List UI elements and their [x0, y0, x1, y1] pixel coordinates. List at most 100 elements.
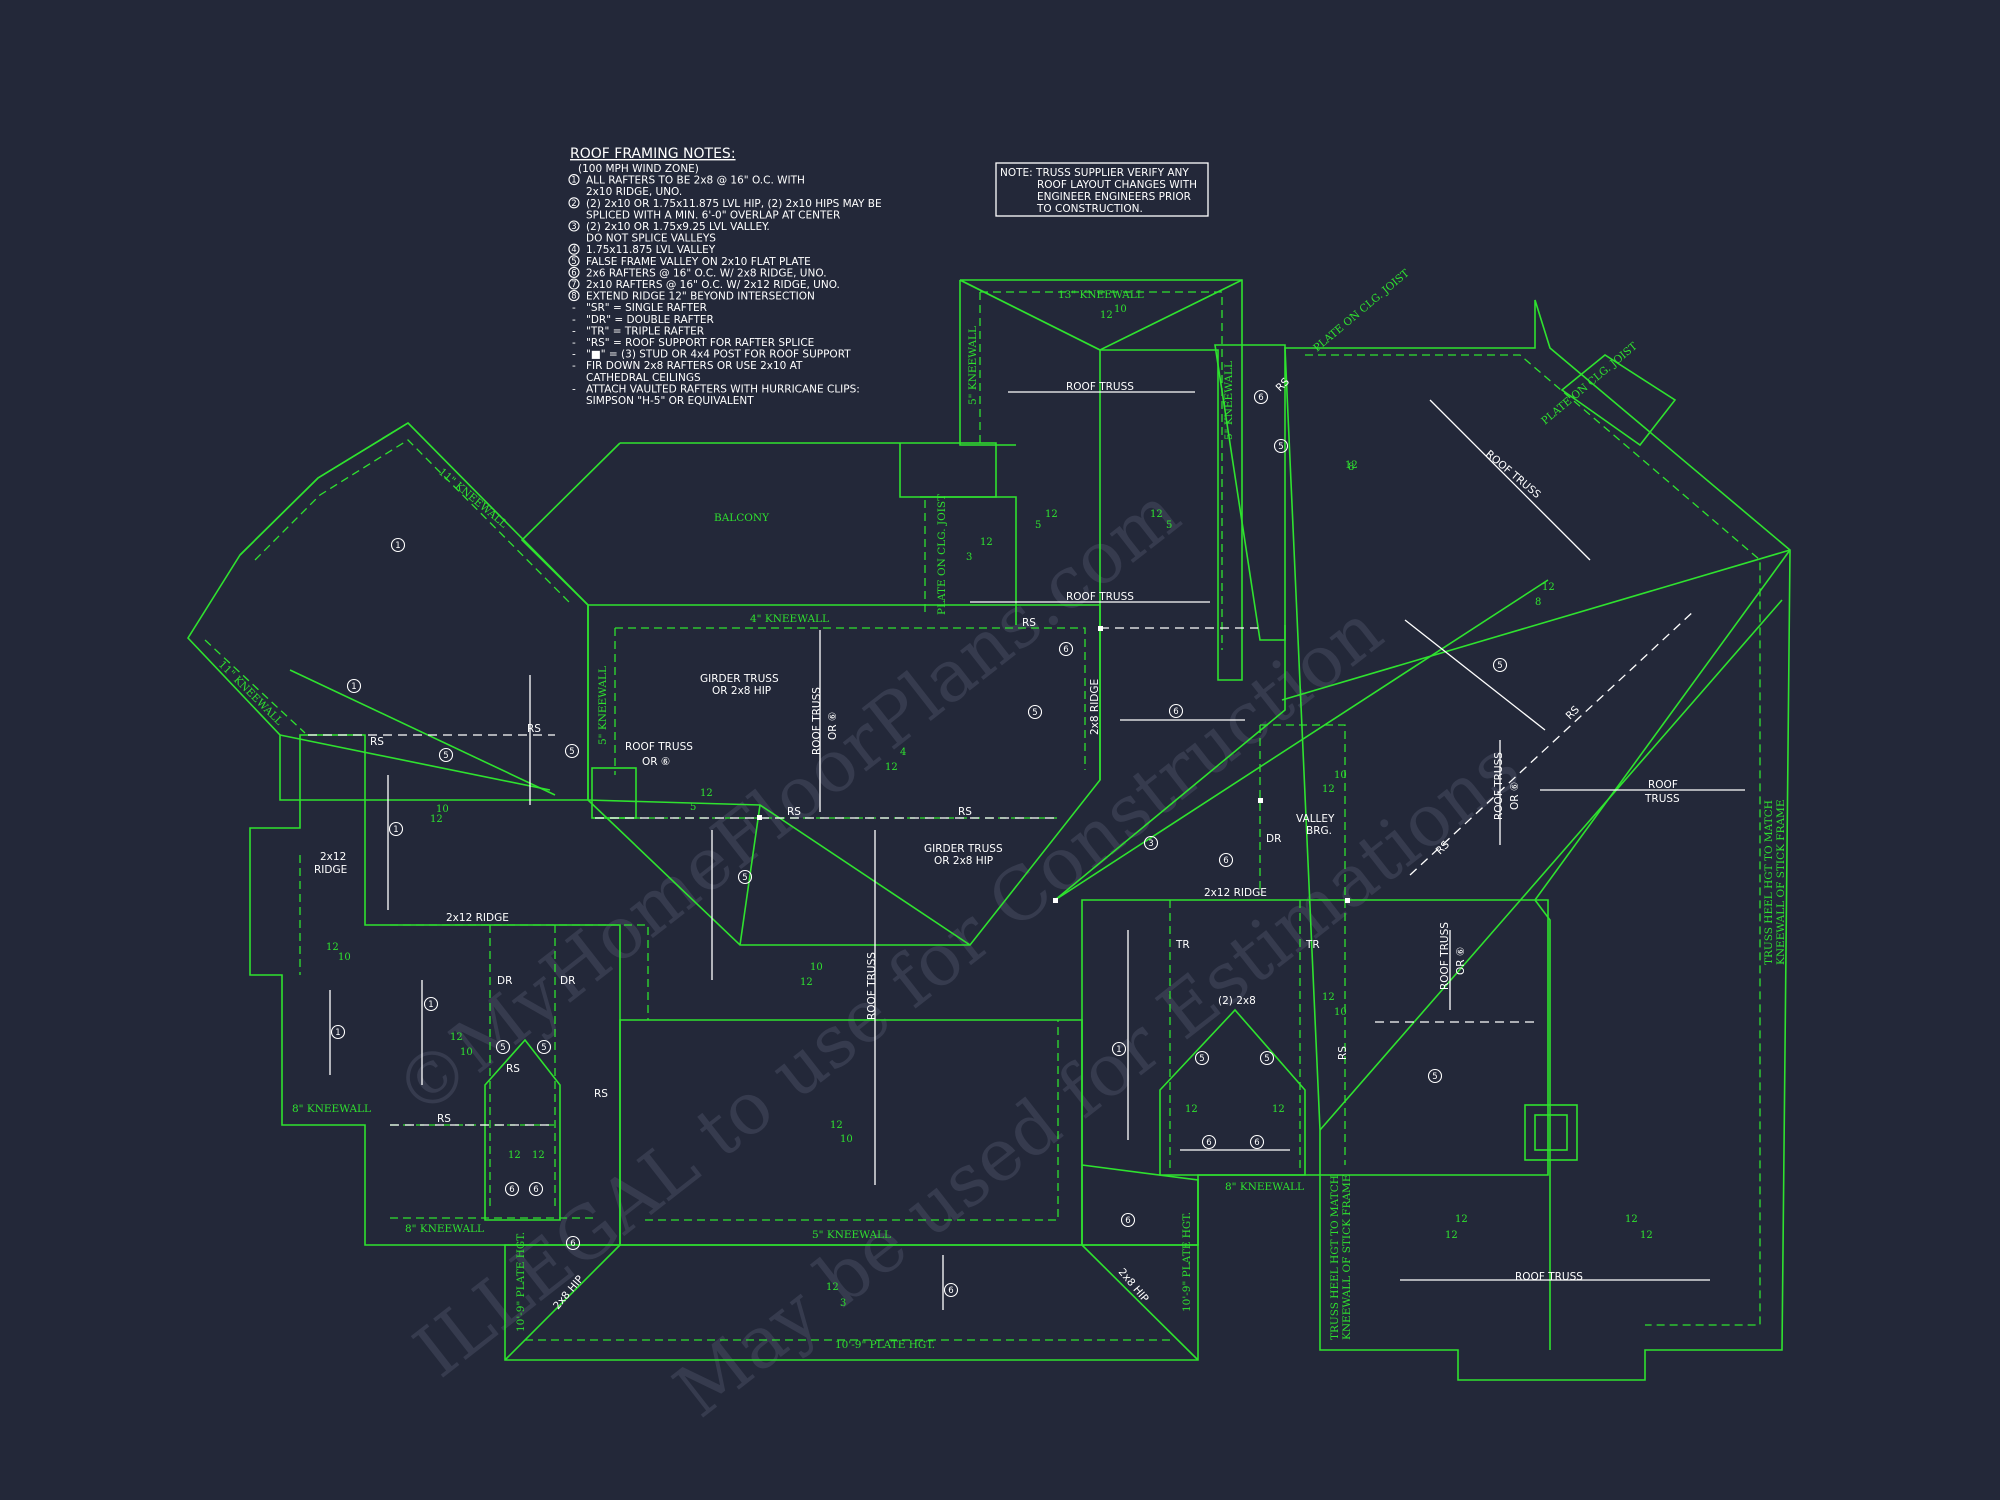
- left-wing-valley-2: [289, 669, 556, 796]
- ridge-2x12-left: 2x12 RIDGE: [446, 912, 509, 924]
- girder-label-2: GIRDER TRUSS: [924, 843, 1003, 855]
- kneewall-5-label-b: 5" KNEEWALL: [1223, 361, 1235, 440]
- girder-label-2b: OR 2x8 HIP: [934, 855, 993, 867]
- pitch-10-o: 10: [1334, 1007, 1347, 1018]
- callout-number: 6: [570, 1239, 575, 1249]
- kneewall-11-label-b: 11" KNEEWALL: [216, 659, 285, 728]
- note-line: ALL RAFTERS TO BE 2x8 @ 16" O.C. WITH: [586, 175, 805, 187]
- note-line: (2) 2x10 OR 1.75x11.875 LVL HIP, (2) 2x1…: [586, 198, 882, 210]
- callout-circle: [1058, 641, 1074, 657]
- supplier-note-line-3: ENGINEER ENGINEERS PRIOR: [1037, 191, 1191, 203]
- kneewall-5-label-a: 5" KNEEWALL: [967, 326, 979, 405]
- or6-label-1: OR ⑥: [642, 756, 670, 768]
- two-2x8-label: (2) 2x8: [1218, 995, 1256, 1007]
- dr-label-3: DR: [1266, 833, 1281, 845]
- rs-label-7: RS: [594, 1088, 608, 1100]
- rs-label-2: RS: [370, 736, 384, 748]
- roof-truss-diag-arrow: [1429, 399, 1591, 561]
- valley-brg-label: BRG.: [1306, 825, 1332, 837]
- right-wing-hip: [1534, 549, 1791, 901]
- note-line: EXTEND RIDGE 12" BEYOND INTERSECTION: [586, 291, 815, 303]
- callout-circle: [564, 743, 580, 759]
- rs-label-9: RS: [1337, 1046, 1349, 1060]
- left-wing-eave: [239, 422, 409, 556]
- rs-label-12: RS: [1274, 376, 1293, 395]
- left-lower-outline: [249, 734, 621, 1246]
- note-line: 1.75x11.875 LVL VALLEY: [586, 244, 716, 256]
- pitch-8-x: 8: [1348, 462, 1354, 473]
- callout-circle: [1194, 1050, 1210, 1066]
- callout-circle: [737, 869, 753, 885]
- note-marker-circle: [568, 290, 580, 302]
- rs-label-4: RS: [787, 806, 801, 818]
- supplier-note-box: [995, 162, 1209, 217]
- note-marker-number: 8: [571, 292, 576, 302]
- rs-label-5: RS: [958, 806, 972, 818]
- annotation-lines: [308, 391, 1745, 1310]
- note-marker-number: 6: [571, 268, 576, 278]
- callout-circle: [423, 996, 439, 1012]
- pitch-12-s: 12: [1455, 1214, 1468, 1225]
- callout-circle: [1168, 703, 1184, 719]
- pitch-12-k: 12: [532, 1150, 545, 1161]
- tr-label-2: TR: [1305, 939, 1320, 951]
- kneewall-13-label: 13" KNEEWALL: [1058, 289, 1144, 301]
- note-line: SPLICED WITH A MIN. 6'-0" OVERLAP AT CEN…: [586, 209, 840, 221]
- note-marker-dash: -: [572, 349, 576, 361]
- note-line: DO NOT SPLICE VALLEYS: [586, 233, 716, 245]
- pitch-5-c: 5: [1166, 520, 1172, 531]
- valley-label: VALLEY: [1296, 813, 1335, 825]
- truss-heel-left-b: KNEEWALL OF STICK FRAME: [1341, 1175, 1353, 1340]
- note-line: "RS" = ROOF SUPPORT FOR RAFTER SPLICE: [586, 337, 814, 349]
- callout-number: 5: [541, 1043, 546, 1053]
- rs-label-8: RS: [506, 1063, 520, 1075]
- callout-number: 5: [1278, 442, 1283, 452]
- note-marker-circle: [568, 278, 580, 290]
- five-diag-arrow: [1404, 619, 1546, 731]
- roof-truss-label-2: ROOF TRUSS: [1066, 591, 1134, 603]
- pitch-12-w: 12: [1542, 582, 1555, 593]
- note-marker-circle: [568, 220, 580, 232]
- note-marker-circle: [568, 174, 580, 186]
- pitch-4-e: 4: [900, 747, 906, 758]
- note-line: FALSE FRAME VALLEY ON 2x10 FLAT PLATE: [586, 256, 811, 268]
- pitch-10-h: 10: [338, 952, 351, 963]
- roof-truss-label-3: ROOF TRUSS: [1515, 1271, 1583, 1283]
- callout-circle: [495, 1039, 511, 1055]
- callout-number: 5: [1264, 1054, 1269, 1064]
- rs-label-6: RS: [437, 1113, 451, 1125]
- callout-number: 5: [1032, 708, 1037, 718]
- rs-label-1: RS: [1022, 617, 1036, 629]
- pitch-3-d: 3: [966, 552, 972, 563]
- note-marker-number: 2: [571, 199, 576, 209]
- left-wing-valley: [279, 734, 551, 791]
- notes-title: ROOF FRAMING NOTES:: [570, 146, 736, 162]
- callout-circle: [1259, 1050, 1275, 1066]
- left-wing-kneewall-dash-2: [204, 639, 306, 734]
- or6-label-3: OR ⑥: [1509, 782, 1521, 810]
- pitch-12-m: 12: [830, 1120, 843, 1131]
- note-line: SIMPSON "H-5" OR EQUIVALENT: [586, 395, 754, 407]
- callout-circle: [388, 821, 404, 837]
- roof-truss-label-5: ROOF TRUSS: [625, 741, 693, 753]
- plate-hgt-bottom: 10'-9" PLATE HGT.: [835, 1339, 935, 1351]
- plate-hgt-left: 10'-9" PLATE HGT.: [515, 1232, 527, 1332]
- note-marker-circle: [568, 255, 580, 267]
- tower-left-edge: [959, 280, 1016, 446]
- roof-truss-vert-label: ROOF TRUSS: [811, 687, 823, 755]
- bottom-hip-left: [504, 1244, 621, 1361]
- roof-truss-vert-label-3: ROOF TRUSS: [1439, 922, 1451, 990]
- callout-number: 1: [395, 541, 400, 551]
- pitch-12-c: 12: [1150, 509, 1163, 520]
- truss-label: TRUSS: [1644, 793, 1680, 805]
- callout-number: 1: [393, 825, 398, 835]
- callout-number: 6: [1258, 393, 1263, 403]
- callout-circle: [528, 1181, 544, 1197]
- note-marker-circle: [568, 243, 580, 255]
- note-marker-dash: -: [572, 302, 576, 314]
- ridge-2x12-short: 2x12: [320, 851, 346, 863]
- pitch-12-a: 12: [1100, 310, 1113, 321]
- pitch-12-i: 12: [450, 1032, 463, 1043]
- callout-number: 5: [1432, 1072, 1437, 1082]
